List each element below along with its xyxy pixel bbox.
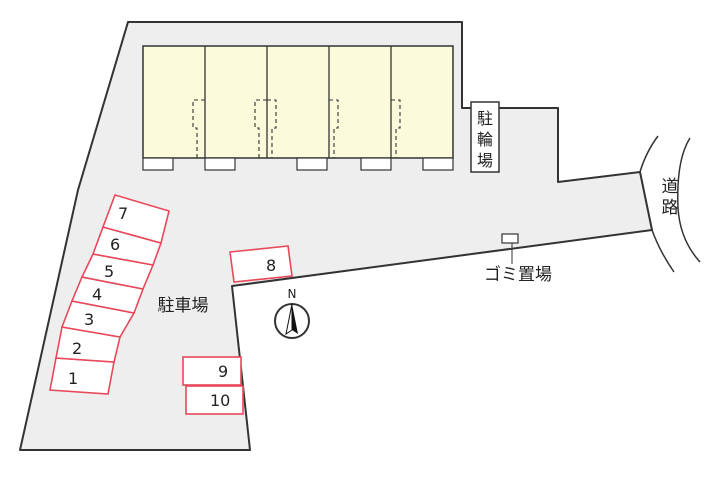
parking-row-bottom: 9 10 (182, 356, 244, 415)
parking-space-number: 5 (104, 262, 114, 281)
north-arrow-icon: N (274, 287, 310, 339)
bicycle-parking: 駐 輪 場 (470, 101, 500, 173)
parking-space-number: 8 (266, 256, 276, 275)
bicycle-parking-label-2: 輪 (477, 130, 493, 149)
road-label-2: 路 (662, 198, 679, 218)
parking-label: 駐車場 (158, 296, 209, 316)
parking-space-number: 2 (72, 339, 82, 358)
parking-space: 7 (101, 194, 170, 244)
garbage-station (501, 233, 519, 264)
parking-space-number: 6 (110, 235, 120, 254)
road-edges (639, 135, 701, 273)
bicycle-parking-label-1: 駐 (477, 109, 493, 128)
parking-space-number: 1 (68, 369, 78, 388)
parking-space-number: 7 (118, 204, 128, 223)
garbage-label: ゴミ置場 (484, 264, 552, 285)
parking-space: 8 (229, 245, 293, 283)
parking-space-number: 9 (218, 362, 228, 381)
parking-row-left: 1 2 3 4 5 6 7 (49, 194, 170, 395)
apartment-building (142, 45, 454, 171)
north-label: N (288, 287, 297, 301)
parking-space: 1 (49, 357, 115, 395)
parking-space-number: 4 (92, 285, 102, 304)
parking-space-number: 3 (84, 310, 94, 329)
parking-space: 10 (185, 385, 244, 415)
parking-space-number: 10 (210, 391, 230, 410)
bicycle-parking-label-3: 場 (477, 151, 493, 170)
road-label-1: 道 (662, 177, 679, 197)
parking-space: 9 (182, 356, 242, 386)
